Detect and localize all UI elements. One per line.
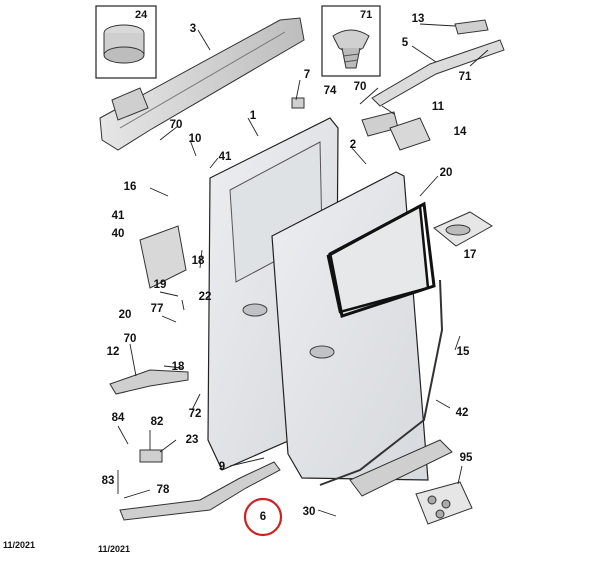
clip-7 (291, 97, 305, 109)
footer-date-left: 11/2021 (3, 540, 36, 550)
callout-11: 11 (431, 101, 445, 113)
callout-82: 82 (150, 416, 164, 428)
callout-95: 95 (459, 452, 473, 464)
lower-trim-panel (349, 439, 453, 497)
callout-3: 3 (189, 23, 197, 35)
callout-70-top: 70 (353, 81, 367, 93)
callout-70-lower: 70 (123, 333, 137, 345)
callout-19: 19 (153, 279, 167, 291)
lower-rail-part-6 (119, 461, 281, 521)
callout-18-upper: 18 (191, 255, 205, 267)
callout-7: 7 (303, 69, 311, 81)
callout-72: 72 (188, 408, 202, 420)
inset-box-24-number: 24 (135, 9, 148, 21)
callout-77: 74 (323, 85, 337, 97)
bracket-14 (389, 117, 431, 151)
callout-30: 30 (302, 506, 316, 518)
callout-23: 23 (185, 434, 199, 446)
upper-track-part (371, 19, 505, 107)
callout-39: 40 (111, 228, 125, 240)
callout-84: 84 (111, 412, 125, 424)
callout-6-highlighted: 6 (259, 511, 267, 523)
callout-14: 14 (453, 126, 467, 138)
callout-21: 20 (439, 167, 453, 179)
callout-16: 16 (123, 181, 137, 193)
inset-box-71 (321, 5, 381, 77)
callout-42: 42 (455, 407, 469, 419)
callout-20: 20 (118, 309, 132, 321)
callout-83: 83 (101, 475, 115, 487)
callout-40: 41 (111, 210, 125, 222)
inset-box-71-number: 71 (360, 9, 373, 21)
callout-78: 77 (150, 303, 164, 315)
callout-10: 10 (188, 133, 202, 145)
window-regulator-39-40 (139, 225, 187, 289)
highlight-circle (243, 497, 283, 537)
leader-lines (117, 23, 489, 517)
callout-12: 12 (106, 346, 120, 358)
callout-5: 5 (401, 37, 409, 49)
callout-41: 41 (218, 151, 232, 163)
callout-17: 17 (463, 249, 477, 261)
clip-kit-17 (433, 211, 493, 247)
callout-18-lower: 18 (171, 361, 185, 373)
inset-box-24 (95, 5, 157, 79)
callout-13: 13 (411, 13, 425, 25)
hinge-12 (109, 369, 189, 395)
callout-74: 78 (156, 484, 170, 496)
callout-2: 2 (349, 139, 357, 151)
bracket-23 (139, 449, 163, 463)
callout-70-left: 70 (169, 119, 183, 131)
window-seal-21 (328, 201, 436, 318)
callout-22: 22 (198, 291, 212, 303)
footer-date-center: 11/2021 (98, 544, 131, 554)
callout-1: 1 (249, 110, 257, 122)
trim-strip-42 (319, 279, 444, 486)
door-panel-2 (271, 171, 430, 481)
callout-9: 9 (218, 461, 226, 473)
callout-15: 15 (456, 346, 470, 358)
upper-rail-part (99, 17, 305, 151)
callout-71: 71 (458, 71, 472, 83)
clip-kit-95 (415, 481, 473, 525)
